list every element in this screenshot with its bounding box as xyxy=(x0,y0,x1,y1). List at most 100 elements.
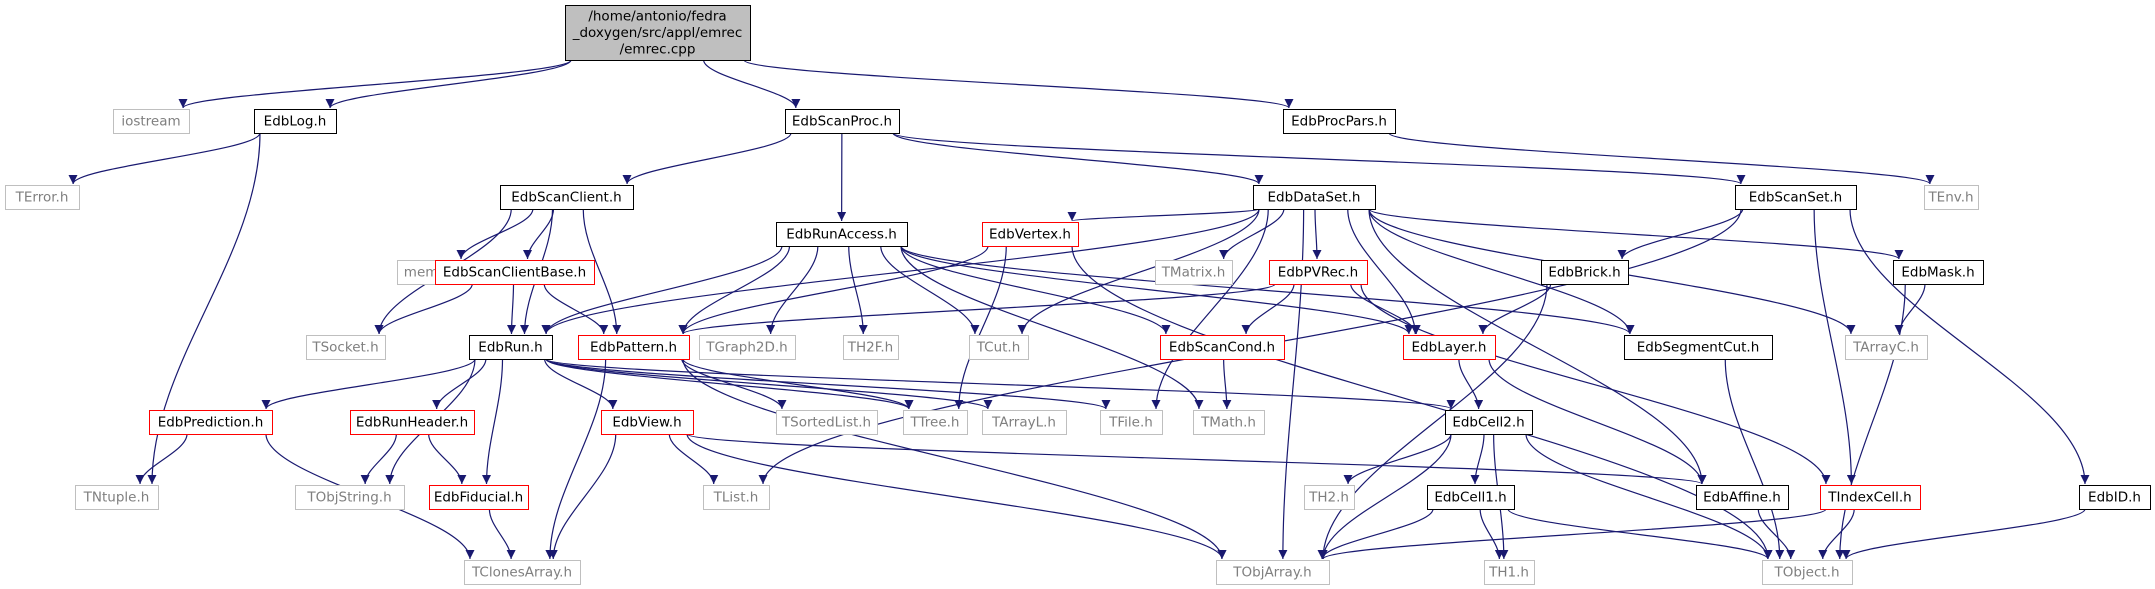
node-EdbRunHeader[interactable]: EdbRunHeader.h xyxy=(350,410,475,435)
edge-EdbDataSet-to-EdbMask xyxy=(1368,208,1904,260)
node-EdbLayer[interactable]: EdbLayer.h xyxy=(1403,335,1496,360)
node-EdbPVRec[interactable]: EdbPVRec.h xyxy=(1269,260,1368,285)
node-EdbProcPars[interactable]: EdbProcPars.h xyxy=(1283,109,1396,134)
edge-EdbRun-to-EdbFiducial xyxy=(482,358,504,485)
node-TH2: TH2.h xyxy=(1304,485,1355,510)
edge-EdbRun-to-TArrayL xyxy=(545,358,993,410)
node-box-TNtuple xyxy=(75,485,159,510)
node-label-TIndexCell: TIndexCell.h xyxy=(1827,490,1912,506)
node-box-EdbRun xyxy=(469,335,553,360)
node-label-root-line-2: /emrec.cpp xyxy=(620,42,696,58)
node-box-TClonesArray xyxy=(464,560,581,585)
edge-EdbCell1-to-TObject xyxy=(1507,508,1773,560)
node-TClonesArray: TClonesArray.h xyxy=(464,560,581,585)
node-EdbRun[interactable]: EdbRun.h xyxy=(469,335,553,360)
edge-EdbFiducial-to-TClonesArray xyxy=(488,508,516,560)
node-EdbScanSet[interactable]: EdbScanSet.h xyxy=(1735,185,1857,210)
edge-EdbRun-to-EdbView xyxy=(544,358,618,410)
edge-EdbView-to-TList xyxy=(668,433,719,485)
edge-EdbVertex-to-TObject xyxy=(1071,245,1773,560)
node-EdbBrick[interactable]: EdbBrick.h xyxy=(1541,260,1629,285)
node-TIndexCell[interactable]: TIndexCell.h xyxy=(1820,485,1921,510)
node-EdbFiducial[interactable]: EdbFiducial.h xyxy=(429,485,529,510)
node-box-EdbBrick xyxy=(1541,260,1629,285)
node-label-TArrayL: TArrayL.h xyxy=(991,415,1056,431)
edge-EdbLayer-to-EdbCell2 xyxy=(1458,358,1484,410)
node-box-TSocket xyxy=(306,335,386,360)
edge-EdbScanProc-to-EdbScanClient xyxy=(622,132,792,185)
node-box-root xyxy=(565,5,751,61)
edge-EdbScanCond-to-TMath xyxy=(1222,358,1232,410)
node-iostream: iostream xyxy=(113,109,190,134)
node-box-EdbPrediction xyxy=(149,410,273,435)
edge-EdbCell1-to-TH1 xyxy=(1479,508,1504,560)
node-label-TTree: TTree.h xyxy=(910,415,960,431)
node-EdbLog[interactable]: EdbLog.h xyxy=(254,109,337,134)
node-label-root-line-0: /home/antonio/fedra xyxy=(588,9,726,25)
edge-EdbPattern-to-TClonesArray xyxy=(545,358,607,560)
edge-EdbAffine-to-TObject xyxy=(1757,508,1796,560)
node-EdbCell1[interactable]: EdbCell1.h xyxy=(1427,485,1515,510)
node-box-TTree xyxy=(903,410,968,435)
node-TObjString: TObjString.h xyxy=(295,485,405,510)
node-EdbScanClientBase[interactable]: EdbScanClientBase.h xyxy=(435,260,595,285)
edge-EdbRun-to-EdbRunHeader xyxy=(432,358,487,410)
node-EdbScanCond[interactable]: EdbScanCond.h xyxy=(1160,335,1285,360)
edge-EdbPVRec-to-EdbPattern xyxy=(678,283,1276,335)
edge-EdbScanClient-to-EdbPattern xyxy=(582,208,622,335)
node-box-EdbCell2 xyxy=(1445,410,1533,435)
edge-EdbRunHeader-to-TObjString xyxy=(360,433,397,485)
node-label-EdbScanCond: EdbScanCond.h xyxy=(1169,340,1275,356)
node-label-TList: TList.h xyxy=(713,490,759,506)
node-EdbRunAccess[interactable]: EdbRunAccess.h xyxy=(776,222,908,247)
node-TSocket: TSocket.h xyxy=(306,335,386,360)
node-box-EdbID xyxy=(2079,485,2151,510)
edge-EdbRunHeader-to-EdbFiducial xyxy=(428,433,467,485)
edges-layer xyxy=(68,59,2090,560)
edge-EdbDataSet-to-TFile xyxy=(1151,208,1269,410)
edge-EdbRunAccess-to-EdbLayer xyxy=(900,245,1414,335)
nodes-layer: /home/antonio/fedra_doxygen/src/appl/emr… xyxy=(5,5,2151,585)
edge-EdbRunAccess-to-TMath xyxy=(900,245,1204,410)
node-TFile: TFile.h xyxy=(1100,410,1163,435)
node-EdbPrediction[interactable]: EdbPrediction.h xyxy=(149,410,273,435)
node-EdbScanClient[interactable]: EdbScanClient.h xyxy=(500,185,634,210)
node-EdbAffine[interactable]: EdbAffine.h xyxy=(1696,485,1789,510)
node-label-EdbPVRec: EdbPVRec.h xyxy=(1278,265,1358,281)
node-EdbPattern[interactable]: EdbPattern.h xyxy=(578,335,690,360)
edge-EdbScanClientBase-to-EdbRun xyxy=(507,283,517,335)
node-EdbSegmentCut[interactable]: EdbSegmentCut.h xyxy=(1624,335,1773,360)
edge-EdbProcPars-to-TEnv xyxy=(1388,132,1935,185)
node-label-TObject: TObject.h xyxy=(1773,565,1839,581)
edge-EdbPVRec-to-EdbLayer xyxy=(1350,283,1421,335)
node-EdbID[interactable]: EdbID.h xyxy=(2079,485,2151,510)
node-EdbView[interactable]: EdbView.h xyxy=(601,410,694,435)
node-EdbDataSet[interactable]: EdbDataSet.h xyxy=(1253,185,1376,210)
node-label-EdbRun: EdbRun.h xyxy=(478,340,542,356)
node-label-EdbScanClient: EdbScanClient.h xyxy=(511,190,621,206)
node-box-TCut xyxy=(969,335,1029,360)
node-EdbScanProc[interactable]: EdbScanProc.h xyxy=(785,109,900,134)
node-EdbMask[interactable]: EdbMask.h xyxy=(1893,260,1984,285)
node-box-EdbScanClientBase xyxy=(435,260,595,285)
node-TTree: TTree.h xyxy=(903,410,968,435)
node-box-TList xyxy=(703,485,770,510)
node-box-TMatrix xyxy=(1155,260,1233,285)
node-box-EdbDataSet xyxy=(1253,185,1376,210)
edge-EdbMask-to-TArrayC xyxy=(1894,283,1926,335)
node-label-EdbCell2: EdbCell2.h xyxy=(1452,415,1524,431)
node-label-EdbCell1: EdbCell1.h xyxy=(1434,490,1506,506)
node-TObject: TObject.h xyxy=(1762,560,1853,585)
edge-EdbRunAccess-to-TGraph2D xyxy=(766,245,819,335)
node-box-TArrayC xyxy=(1845,335,1928,360)
node-box-EdbRunHeader xyxy=(350,410,475,435)
node-EdbCell2[interactable]: EdbCell2.h xyxy=(1445,410,1533,435)
edge-EdbRunAccess-to-EdbScanCond xyxy=(900,245,1171,335)
edge-EdbLog-to-TNtuple xyxy=(147,132,261,485)
node-label-TEnv: TEnv.h xyxy=(1927,190,1973,206)
node-TMatrix: TMatrix.h xyxy=(1155,260,1233,285)
node-EdbVertex[interactable]: EdbVertex.h xyxy=(982,222,1079,247)
node-label-EdbVertex: EdbVertex.h xyxy=(989,227,1071,243)
node-label-TClonesArray: TClonesArray.h xyxy=(471,565,572,581)
edge-EdbMask-to-TObject xyxy=(1835,283,1906,560)
